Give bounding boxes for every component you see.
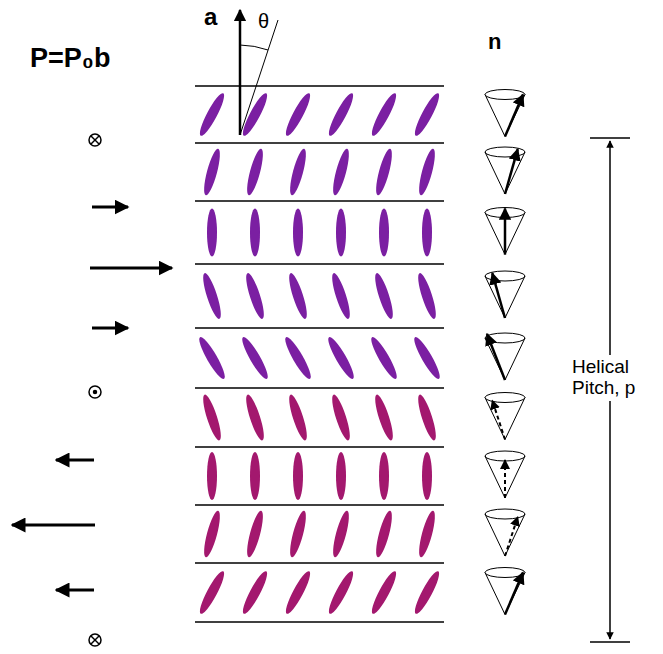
molecule <box>325 335 358 382</box>
molecule <box>244 148 266 197</box>
molecule <box>286 393 310 442</box>
molecule <box>422 209 432 257</box>
cone <box>485 95 525 137</box>
molecule <box>416 510 438 559</box>
layer-boundary <box>195 562 444 564</box>
director-arrow <box>487 334 505 380</box>
director-label: n <box>488 30 501 54</box>
molecule <box>200 393 224 442</box>
cone-rim <box>485 271 525 281</box>
layer-boundary <box>195 200 444 202</box>
cone-rim <box>485 393 525 403</box>
molecule <box>201 148 223 197</box>
molecule <box>415 272 439 321</box>
director-arrow <box>505 517 518 556</box>
molecule <box>196 335 229 382</box>
molecule <box>411 91 442 138</box>
cone <box>485 276 525 318</box>
molecule <box>336 209 346 257</box>
molecule <box>287 148 309 197</box>
director-arrow <box>505 95 523 137</box>
cone-rim <box>485 147 525 157</box>
molecule <box>282 91 313 138</box>
molecule <box>372 272 396 321</box>
molecule <box>368 335 401 382</box>
axis-label: a <box>204 4 217 30</box>
molecule <box>286 272 310 321</box>
molecule <box>336 452 346 500</box>
tilt-angle-arc <box>240 45 268 50</box>
molecule <box>239 91 270 138</box>
molecule <box>243 393 267 442</box>
molecule <box>379 209 389 257</box>
molecule <box>373 510 395 559</box>
molecule <box>379 452 389 500</box>
layer-boundary <box>195 621 444 623</box>
molecule <box>329 393 353 442</box>
molecule <box>411 569 442 616</box>
layer-boundary <box>195 387 444 389</box>
molecule <box>368 569 399 616</box>
polarization-arrows <box>12 207 172 590</box>
molecule <box>411 335 444 382</box>
layer-boundary <box>195 327 444 329</box>
molecule <box>293 452 303 500</box>
layer-boundary <box>195 446 444 448</box>
molecule <box>207 209 217 257</box>
molecule <box>282 569 313 616</box>
molecule <box>372 393 396 442</box>
layer-boundary <box>195 142 444 144</box>
molecule <box>330 510 352 559</box>
molecule <box>196 91 227 138</box>
molecule <box>239 335 272 382</box>
molecule <box>282 335 315 382</box>
molecule <box>325 569 356 616</box>
cone-rim <box>485 90 525 100</box>
layer-boundary <box>195 263 444 265</box>
director-arrow <box>492 273 505 318</box>
molecule <box>329 272 353 321</box>
molecule <box>293 209 303 257</box>
molecule <box>287 510 309 559</box>
molecule <box>415 393 439 442</box>
cone <box>485 456 525 498</box>
cone <box>485 573 525 615</box>
layer-boundary <box>195 85 444 87</box>
cone <box>485 152 525 194</box>
molecule <box>207 452 217 500</box>
molecule <box>250 209 260 257</box>
cone-rim <box>485 451 525 461</box>
director-arrow <box>504 209 507 255</box>
molecule <box>201 510 223 559</box>
pitch-label: Helical Pitch, p <box>572 355 660 401</box>
molecule <box>416 148 438 197</box>
molecule <box>373 148 395 197</box>
cone <box>485 514 525 556</box>
layer-normal-arrow <box>239 10 242 135</box>
director-arrow <box>505 573 523 615</box>
polarization-symbols <box>89 134 101 646</box>
molecule <box>244 510 266 559</box>
cone-rim <box>485 509 525 519</box>
molecule <box>330 148 352 197</box>
molecule <box>368 91 399 138</box>
molecule <box>200 272 224 321</box>
molecule <box>243 272 267 321</box>
molecule <box>325 91 356 138</box>
director-arrow <box>492 400 505 439</box>
layer-boundary <box>195 504 444 506</box>
cone <box>485 398 525 440</box>
angle-label: θ <box>258 10 269 32</box>
molecule <box>250 452 260 500</box>
polarization-label: P=P₀b <box>30 44 110 74</box>
molecule <box>196 569 227 616</box>
molecule <box>422 452 432 500</box>
cone-rim <box>485 568 525 578</box>
director-tilt-line <box>240 20 278 135</box>
director-arrow <box>504 460 506 498</box>
molecule <box>239 569 270 616</box>
director-arrow <box>505 149 518 194</box>
